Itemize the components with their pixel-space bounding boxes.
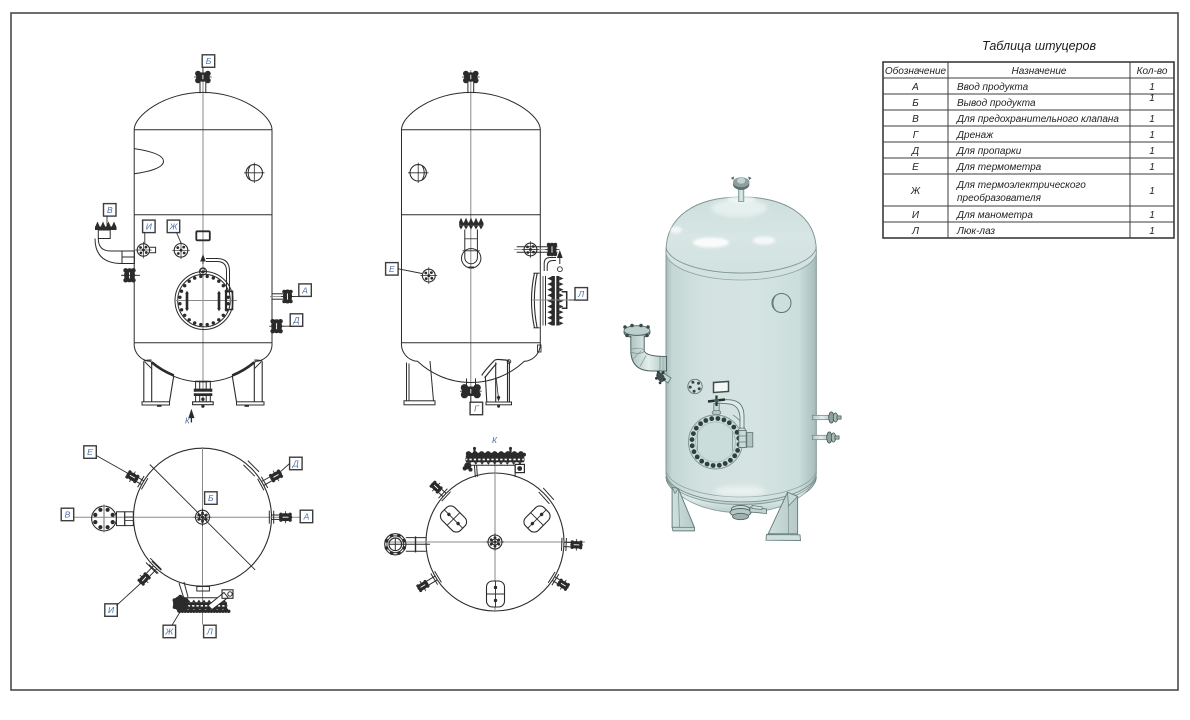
svg-text:В: В [912, 114, 919, 125]
svg-text:Для пропарки: Для пропарки [956, 146, 1022, 157]
svg-text:Л: Л [206, 627, 213, 637]
svg-text:В: В [107, 205, 113, 215]
svg-text:Л: Л [911, 226, 919, 237]
svg-text:1: 1 [1149, 226, 1155, 237]
svg-text:К: К [185, 417, 191, 426]
svg-text:Назначение: Назначение [1012, 66, 1067, 77]
svg-text:Г: Г [474, 404, 480, 414]
svg-text:1: 1 [1149, 146, 1155, 157]
svg-text:А: А [303, 512, 310, 522]
svg-text:И: И [108, 605, 115, 615]
svg-text:К: К [492, 435, 498, 445]
svg-text:Е: Е [87, 447, 93, 457]
svg-text:1: 1 [1149, 93, 1155, 104]
svg-text:Б: Б [206, 56, 212, 66]
svg-text:1: 1 [1149, 186, 1155, 197]
svg-text:Б: Б [208, 493, 214, 503]
svg-text:1: 1 [1149, 82, 1155, 93]
svg-text:Кол-во: Кол-во [1137, 66, 1168, 77]
svg-text:1: 1 [1149, 162, 1155, 173]
svg-text:Д: Д [911, 146, 919, 157]
svg-text:Для термоэлектрического: Для термоэлектрического [956, 180, 1086, 191]
svg-text:1: 1 [1149, 114, 1155, 125]
svg-text:Б: Б [912, 98, 919, 109]
svg-text:И: И [146, 222, 153, 232]
svg-text:Для предохранительного клапана: Для предохранительного клапана [956, 114, 1119, 125]
svg-text:Е: Е [389, 264, 395, 274]
svg-text:1: 1 [1149, 130, 1155, 141]
svg-text:Обозначение: Обозначение [885, 65, 947, 77]
svg-text:Е: Е [912, 162, 919, 173]
svg-text:Ж: Ж [164, 627, 174, 637]
svg-text:Дренаж: Дренаж [956, 130, 994, 141]
svg-text:А: А [301, 285, 308, 295]
svg-text:Ж: Ж [169, 222, 179, 232]
svg-text:1: 1 [1149, 210, 1155, 221]
svg-text:Для термометра: Для термометра [956, 162, 1042, 173]
svg-text:Д: Д [292, 459, 299, 469]
svg-text:Вывод продукта: Вывод продукта [957, 98, 1036, 109]
svg-text:Г: Г [913, 130, 920, 141]
svg-text:Ввод продукта: Ввод продукта [957, 82, 1029, 93]
svg-text:Ж: Ж [910, 186, 921, 197]
svg-text:В: В [65, 510, 71, 520]
svg-text:преобразователя: преобразователя [957, 192, 1042, 204]
svg-text:Д: Д [293, 315, 300, 325]
svg-text:Люк-лаз: Люк-лаз [956, 226, 995, 237]
svg-text:Л: Л [577, 289, 584, 299]
svg-text:А: А [911, 82, 919, 93]
svg-text:Для манометра: Для манометра [956, 210, 1033, 221]
svg-text:Таблица штуцеров: Таблица штуцеров [982, 39, 1097, 53]
svg-text:И: И [912, 210, 920, 221]
